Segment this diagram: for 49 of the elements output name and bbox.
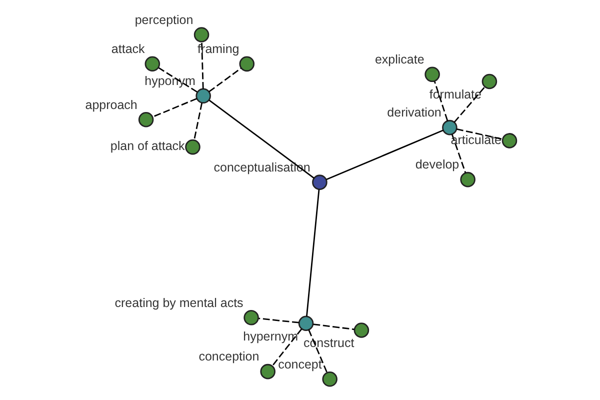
node-label: articulate xyxy=(450,132,502,147)
connector xyxy=(208,100,314,179)
connector xyxy=(194,102,203,140)
node-circle xyxy=(424,66,440,82)
node-circle xyxy=(502,133,518,148)
node-circle xyxy=(298,316,314,331)
connector xyxy=(258,318,299,324)
node-label: explicate xyxy=(374,52,424,67)
connector xyxy=(451,134,466,173)
connector xyxy=(456,128,502,140)
connector xyxy=(272,328,302,367)
node-circle xyxy=(196,88,211,104)
node-circle xyxy=(144,56,160,72)
node-label: conception xyxy=(198,350,260,364)
connector xyxy=(434,81,448,121)
node-label: approach xyxy=(85,98,138,112)
node-label: develop xyxy=(415,158,460,172)
connector xyxy=(152,98,198,118)
node-label: perception xyxy=(134,12,194,27)
node-label: hyponym xyxy=(144,74,196,88)
node-label: concept xyxy=(278,357,322,372)
connector xyxy=(306,189,320,316)
node-label: hypernym xyxy=(243,329,298,344)
node-circle xyxy=(442,120,458,136)
node-circle xyxy=(194,27,210,42)
connector xyxy=(158,67,198,93)
node-circle xyxy=(482,74,498,90)
node-label: construct xyxy=(303,336,354,350)
node-circle xyxy=(244,310,259,326)
node-circle xyxy=(312,174,328,190)
node-label: framing xyxy=(198,42,240,56)
node-label: formulate xyxy=(429,87,482,102)
node-label: attack xyxy=(111,42,145,56)
node-circle xyxy=(460,172,476,188)
node-circle xyxy=(185,139,200,155)
connector xyxy=(201,42,204,89)
node-circle xyxy=(354,322,370,338)
node-circle xyxy=(138,112,154,128)
connector xyxy=(454,86,485,123)
connector xyxy=(313,324,354,330)
connector xyxy=(208,68,242,92)
node-label: creating by mental acts xyxy=(114,296,244,310)
node-label: plan of attack xyxy=(110,139,185,154)
node-circle xyxy=(322,372,338,387)
node-circle xyxy=(239,56,255,72)
node-circle xyxy=(260,364,276,380)
node-label: derivation xyxy=(387,106,442,120)
connector xyxy=(326,130,444,180)
connector xyxy=(308,329,328,373)
